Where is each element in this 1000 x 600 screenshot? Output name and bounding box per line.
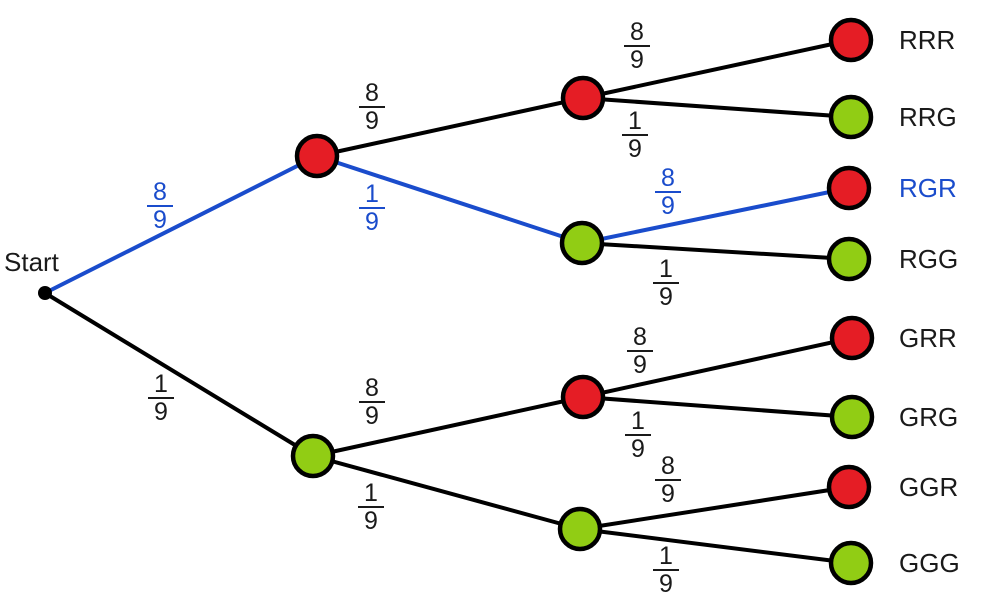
prob-rg-rgg: 1 9 bbox=[653, 256, 679, 310]
prob-numerator: 8 bbox=[627, 324, 653, 352]
outcome-label-grg: GRG bbox=[899, 402, 959, 432]
leaf-node-grg bbox=[829, 394, 875, 440]
edge-g-gg bbox=[311, 454, 582, 531]
edge-start-green bbox=[43, 291, 315, 458]
prob-start-red: 8 9 bbox=[147, 179, 173, 233]
prob-denominator: 9 bbox=[659, 283, 673, 311]
prob-rr-rrr: 8 9 bbox=[624, 19, 650, 73]
leaf-node-rgr bbox=[826, 165, 872, 211]
edge-g-gr bbox=[311, 395, 585, 458]
prob-denominator: 9 bbox=[365, 208, 379, 236]
prob-numerator: 8 bbox=[147, 179, 173, 207]
prob-denominator: 9 bbox=[659, 570, 673, 598]
prob-gr-grr: 8 9 bbox=[627, 324, 653, 378]
edge-gg-ggg bbox=[578, 527, 853, 565]
prob-numerator: 1 bbox=[358, 480, 384, 508]
prob-numerator: 1 bbox=[653, 256, 679, 284]
edge-gr-grr bbox=[581, 336, 854, 399]
leaf-node-grr bbox=[829, 315, 875, 361]
edge-r-rg-highlighted bbox=[315, 154, 584, 245]
edge-start-red-highlighted bbox=[43, 154, 319, 295]
outcome-label-grr: GRR bbox=[899, 323, 957, 353]
prob-numerator: 1 bbox=[148, 371, 174, 399]
prob-numerator: 1 bbox=[359, 181, 385, 209]
outcome-label-ggg: GGG bbox=[899, 548, 960, 578]
edge-rg-rgg bbox=[580, 241, 851, 261]
prob-g-gg: 1 9 bbox=[358, 480, 384, 534]
prob-denominator: 9 bbox=[153, 206, 167, 234]
leaf-node-rrr bbox=[828, 17, 874, 63]
node-rr bbox=[560, 75, 606, 121]
prob-r-rg: 1 9 bbox=[359, 181, 385, 235]
prob-numerator: 8 bbox=[655, 453, 681, 481]
outcome-label-rrr: RRR bbox=[899, 25, 956, 55]
prob-numerator: 1 bbox=[625, 408, 651, 436]
prob-g-gr: 8 9 bbox=[359, 375, 385, 429]
prob-denominator: 9 bbox=[154, 398, 168, 426]
prob-denominator: 9 bbox=[661, 480, 675, 508]
node-gg bbox=[557, 506, 603, 552]
prob-r-rr: 8 9 bbox=[359, 80, 385, 134]
prob-gg-ggg: 1 9 bbox=[653, 543, 679, 597]
prob-denominator: 9 bbox=[661, 192, 675, 220]
prob-numerator: 8 bbox=[655, 165, 681, 193]
start-node-dot bbox=[38, 286, 52, 300]
node-first-green bbox=[290, 433, 336, 479]
prob-numerator: 8 bbox=[624, 19, 650, 47]
prob-numerator: 8 bbox=[359, 375, 385, 403]
edge-gg-ggr bbox=[578, 485, 851, 531]
prob-gg-ggr: 8 9 bbox=[655, 453, 681, 507]
prob-rg-rgr: 8 9 bbox=[655, 165, 681, 219]
start-label: Start bbox=[4, 247, 59, 277]
edge-gr-grg bbox=[581, 395, 854, 419]
leaf-node-ggg bbox=[828, 540, 874, 586]
outcome-label-ggr: GGR bbox=[899, 472, 959, 502]
leaf-node-rgg bbox=[826, 236, 872, 282]
node-rg bbox=[559, 220, 605, 266]
leaf-node-rrg bbox=[828, 94, 874, 140]
prob-numerator: 1 bbox=[653, 543, 679, 571]
prob-numerator: 1 bbox=[622, 108, 648, 136]
prob-start-green: 1 9 bbox=[148, 371, 174, 425]
prob-denominator: 9 bbox=[365, 402, 379, 430]
edge-rr-rrr bbox=[581, 38, 853, 100]
outcome-label-rgr-highlighted: RGR bbox=[899, 173, 957, 203]
edge-rr-rrg bbox=[581, 96, 853, 119]
prob-denominator: 9 bbox=[628, 135, 642, 163]
edge-r-rr bbox=[315, 96, 585, 158]
prob-denominator: 9 bbox=[364, 507, 378, 535]
prob-rr-rrg: 1 9 bbox=[622, 108, 648, 162]
leaf-node-ggr bbox=[826, 464, 872, 510]
prob-numerator: 8 bbox=[359, 80, 385, 108]
node-gr bbox=[560, 374, 606, 420]
prob-gr-grg: 1 9 bbox=[625, 408, 651, 462]
prob-denominator: 9 bbox=[633, 351, 647, 379]
prob-denominator: 9 bbox=[630, 46, 644, 74]
outcome-label-rgg: RGG bbox=[899, 244, 959, 274]
node-first-red bbox=[294, 133, 340, 179]
prob-denominator: 9 bbox=[631, 435, 645, 463]
prob-denominator: 9 bbox=[365, 107, 379, 135]
outcome-label-rrg: RRG bbox=[899, 102, 957, 132]
edge-rg-rgr-highlighted bbox=[580, 186, 851, 245]
